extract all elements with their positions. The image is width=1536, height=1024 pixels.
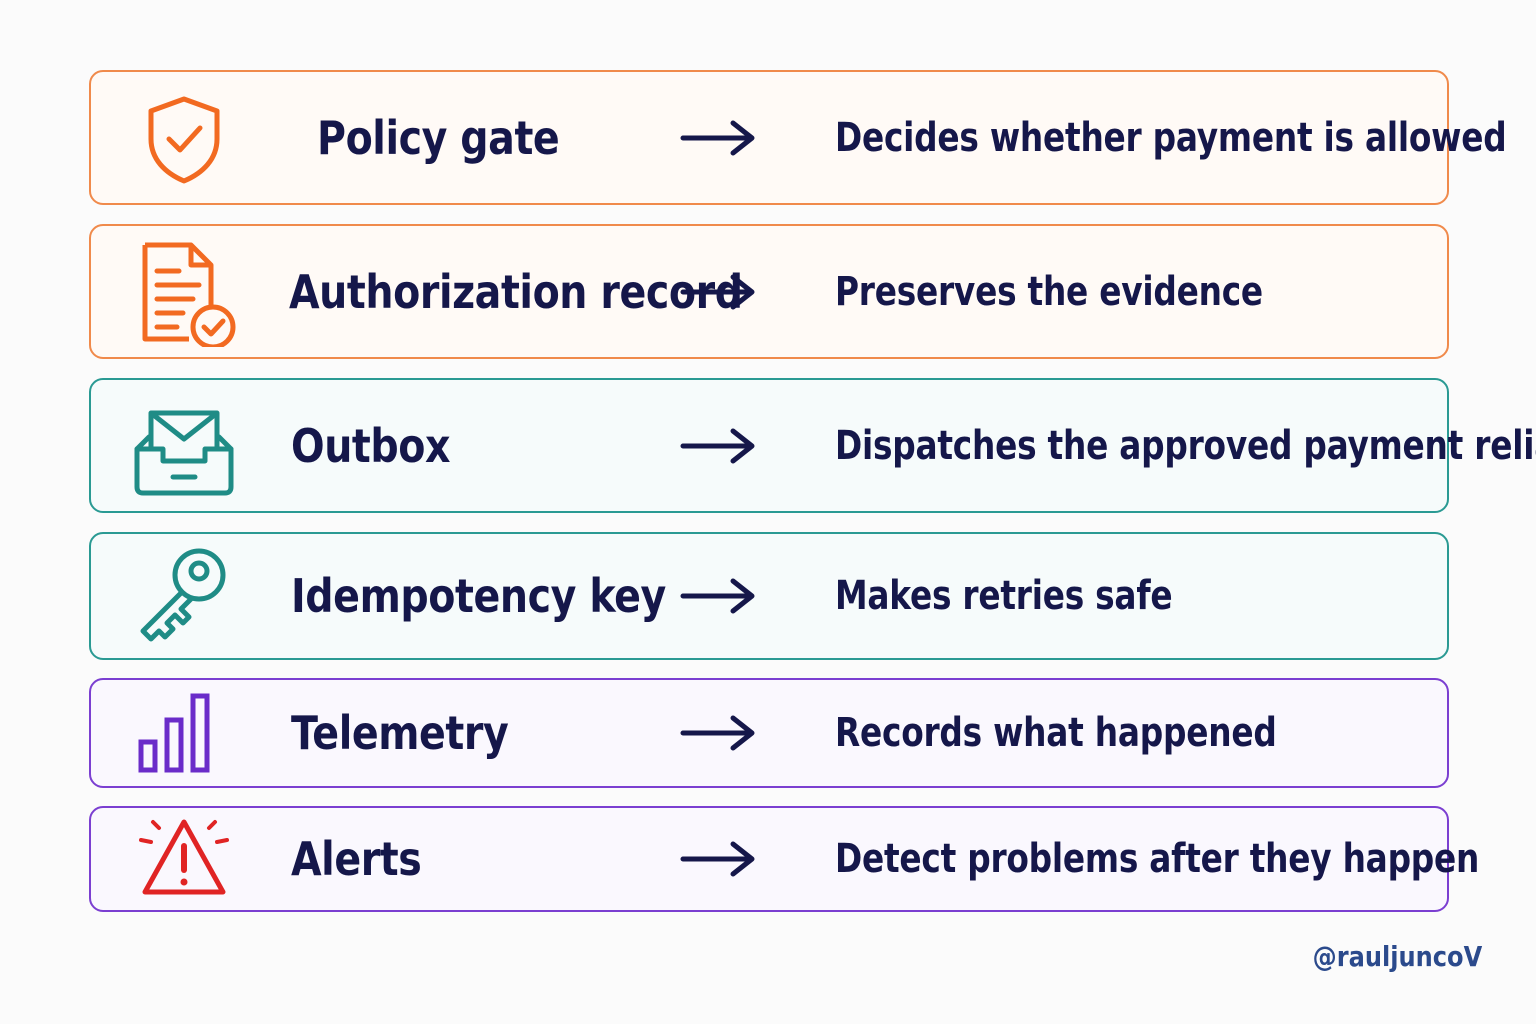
document-check-icon	[129, 237, 239, 347]
row-label: Idempotency key	[291, 569, 666, 623]
row-telemetry: Telemetry Records what happened	[89, 678, 1449, 788]
row-description: Decides whether payment is allowed	[835, 114, 1507, 161]
row-description: Detect problems after they happen	[835, 836, 1480, 882]
row-label: Outbox	[291, 418, 451, 473]
row-idempotency-key: Idempotency key Makes retries safe	[89, 532, 1449, 660]
row-description: Records what happened	[835, 710, 1277, 756]
row-policy-gate: Policy gate Decides whether payment is a…	[89, 70, 1507, 205]
arrow-icon	[679, 272, 759, 312]
row-label: Policy gate	[317, 110, 560, 165]
arrow-icon	[679, 713, 759, 753]
row-label: Authorization record	[289, 264, 743, 319]
warning-icon	[129, 804, 239, 914]
author-handle: @rauljuncoV	[1312, 940, 1482, 973]
arrow-icon	[679, 839, 759, 879]
key-icon	[129, 541, 239, 651]
arrow-icon	[679, 118, 759, 158]
row-alerts: Alerts Detect problems after they happen	[89, 804, 1479, 914]
arrow-icon	[679, 576, 759, 616]
bar-chart-icon	[129, 678, 239, 788]
row-authorization-record: Authorization record Preserves the evide…	[89, 224, 1449, 359]
shield-check-icon	[129, 83, 239, 193]
row-description: Dispatches the approved payment reliably	[835, 422, 1536, 469]
row-description: Preserves the evidence	[835, 268, 1263, 315]
arrow-icon	[679, 426, 759, 466]
row-label: Alerts	[291, 832, 422, 886]
row-outbox: Outbox Dispatches the approved payment r…	[89, 378, 1536, 513]
row-label: Telemetry	[291, 706, 509, 760]
row-description: Makes retries safe	[835, 573, 1173, 619]
inbox-envelope-icon	[129, 391, 239, 501]
